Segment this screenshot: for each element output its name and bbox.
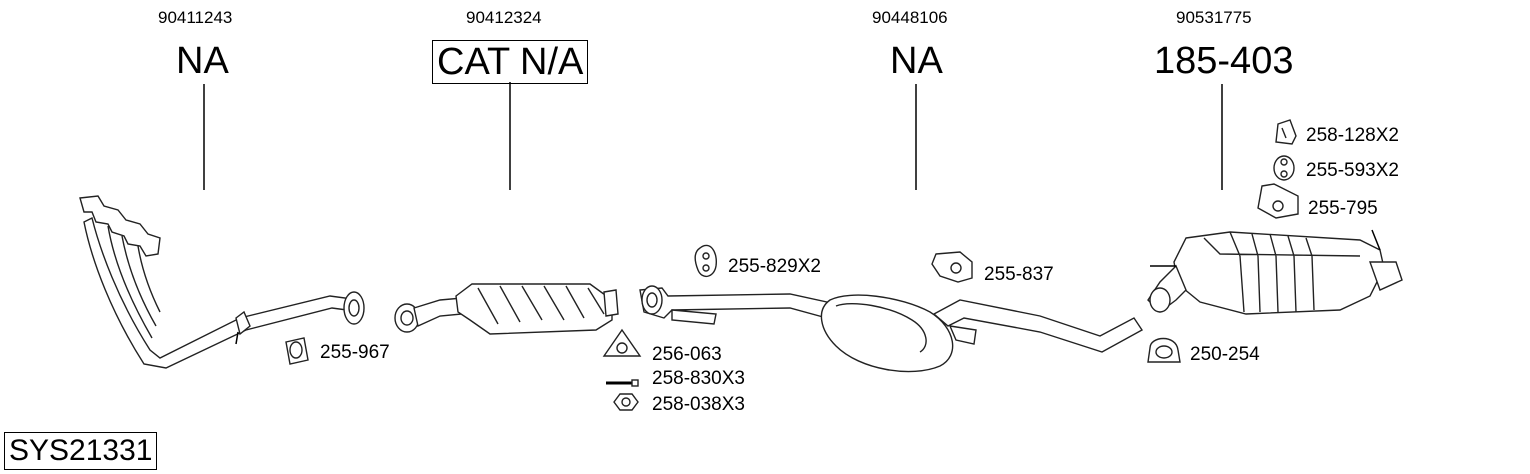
part-label-255-967: 255-967 (320, 342, 390, 363)
part-label-255-837: 255-837 (984, 264, 1054, 285)
rubber-ring-icon (1273, 155, 1295, 181)
oem-number-4: 90531775 (1176, 8, 1252, 27)
nut-icon (613, 393, 639, 411)
mounting-plate-icon (1257, 183, 1299, 219)
clamp-icon (1147, 337, 1181, 363)
center-muffler-drawing (639, 285, 1144, 373)
supplier-code-1: NA (176, 40, 229, 82)
system-id-label: SYS21331 (4, 432, 158, 470)
part-label-256-063: 256-063 (652, 344, 722, 365)
supplier-code-3: NA (890, 40, 943, 82)
oem-number-1: 90411243 (158, 8, 233, 27)
hanger-bracket-icon (931, 251, 973, 283)
exhaust-manifold-drawing (79, 195, 365, 369)
gasket-icon (602, 328, 642, 357)
oem-number-3: 90448106 (872, 8, 948, 27)
hanger-ring-icon (694, 244, 717, 277)
supplier-code-4: 185-403 (1154, 40, 1294, 82)
part-label-258-830X3: 258-830X3 (652, 368, 745, 389)
part-label-255-593X2: 255-593X2 (1306, 160, 1399, 181)
supplier-code-2: CAT N/A (432, 40, 589, 84)
part-label-255-795: 255-795 (1308, 198, 1378, 219)
rubber-mount-icon (285, 337, 309, 365)
bolt-icon (606, 379, 639, 387)
part-label-258-038X3: 258-038X3 (652, 394, 745, 415)
part-label-250-254: 250-254 (1190, 344, 1260, 365)
part-label-258-128X2: 258-128X2 (1306, 125, 1399, 146)
oem-number-2: 90412324 (466, 8, 542, 27)
catalytic-converter-drawing (394, 283, 619, 335)
hanger-clip-icon (1275, 119, 1297, 145)
part-label-255-829X2: 255-829X2 (728, 256, 821, 277)
rear-muffler-drawing (1147, 229, 1403, 315)
